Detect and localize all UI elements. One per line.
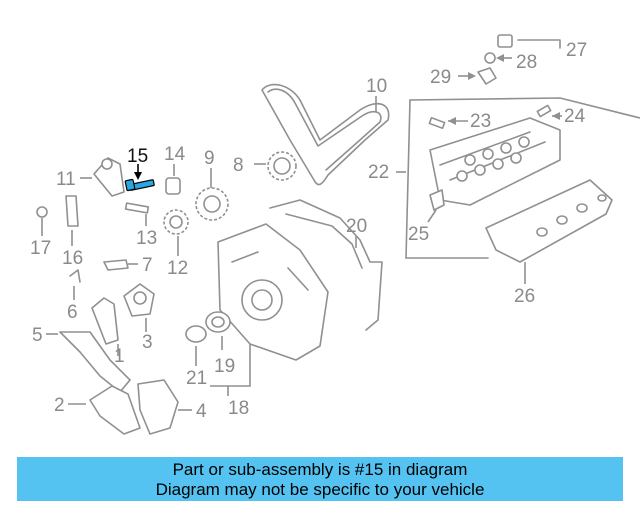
callout-29: 29 [430, 67, 451, 88]
callout-9: 9 [204, 148, 215, 169]
bracket-part-7 [103, 259, 138, 271]
seal-part-21 [185, 325, 207, 366]
cover-part-5 [59, 331, 131, 393]
seal-part-19 [205, 311, 231, 350]
bolt-part-13 [124, 202, 150, 226]
idler-bracket-part-11 [80, 157, 125, 197]
callout-20: 20 [346, 216, 367, 237]
callout-18: 18 [228, 398, 249, 419]
sprocket-part-8 [267, 151, 297, 181]
small-parts-27-28-29 [458, 34, 561, 85]
callout-10: 10 [366, 76, 387, 97]
callout-27: 27 [566, 40, 587, 61]
callout-12: 12 [167, 258, 188, 279]
valve-cover-group [405, 97, 640, 259]
callout-16: 16 [62, 248, 83, 269]
clip-part-6 [69, 269, 81, 300]
callout-3: 3 [142, 332, 153, 353]
parts-diagram: 1 2 3 4 5 6 7 8 9 10 11 12 13 14 15 16 1… [30, 34, 640, 435]
callout-8: 8 [233, 155, 244, 176]
callout-labels: 1 2 3 4 5 6 7 8 9 10 11 12 13 14 15 16 1… [30, 40, 587, 422]
timing-cover-part-20 [269, 199, 383, 331]
timing-belt-part-10 [261, 83, 390, 186]
bolt-part-17 [36, 206, 48, 236]
callout-19: 19 [214, 356, 235, 377]
callout-4: 4 [196, 401, 207, 422]
callout-23: 23 [470, 111, 491, 132]
callout-1: 1 [114, 346, 125, 367]
callout-22: 22 [368, 162, 389, 183]
cover-part-2 [89, 385, 141, 435]
callout-7: 7 [142, 255, 153, 276]
cover-part-4 [137, 379, 179, 435]
callout-15: 15 [127, 146, 148, 167]
callout-25: 25 [408, 224, 429, 245]
callout-24: 24 [564, 106, 586, 127]
callout-26: 26 [514, 286, 535, 307]
callout-6: 6 [67, 302, 78, 323]
sprocket-part-9 [195, 187, 229, 221]
guide-rail-part-16 [65, 195, 79, 246]
banner-line-2: Diagram may not be specific to your vehi… [155, 480, 485, 499]
callout-5: 5 [32, 325, 43, 346]
info-banner: Part or sub-assembly is #15 in diagram D… [17, 457, 623, 501]
callout-21: 21 [186, 368, 207, 389]
callout-17: 17 [30, 238, 51, 259]
callout-14: 14 [164, 144, 186, 165]
tensioner-part-3 [123, 283, 155, 332]
engine-front-cover-part-18 [217, 223, 329, 361]
tensioner-pulley-part-12 [163, 209, 189, 256]
callout-2: 2 [54, 395, 65, 416]
spacer-part-14 [165, 164, 181, 195]
callout-28: 28 [516, 52, 537, 73]
cover-part-1 [91, 297, 119, 356]
callout-13: 13 [136, 228, 157, 249]
bolt-part-15 [124, 178, 155, 192]
callout-11: 11 [56, 169, 76, 190]
valve-cover-gasket-part-26 [485, 179, 613, 284]
banner-line-1: Part or sub-assembly is #15 in diagram [172, 460, 468, 479]
